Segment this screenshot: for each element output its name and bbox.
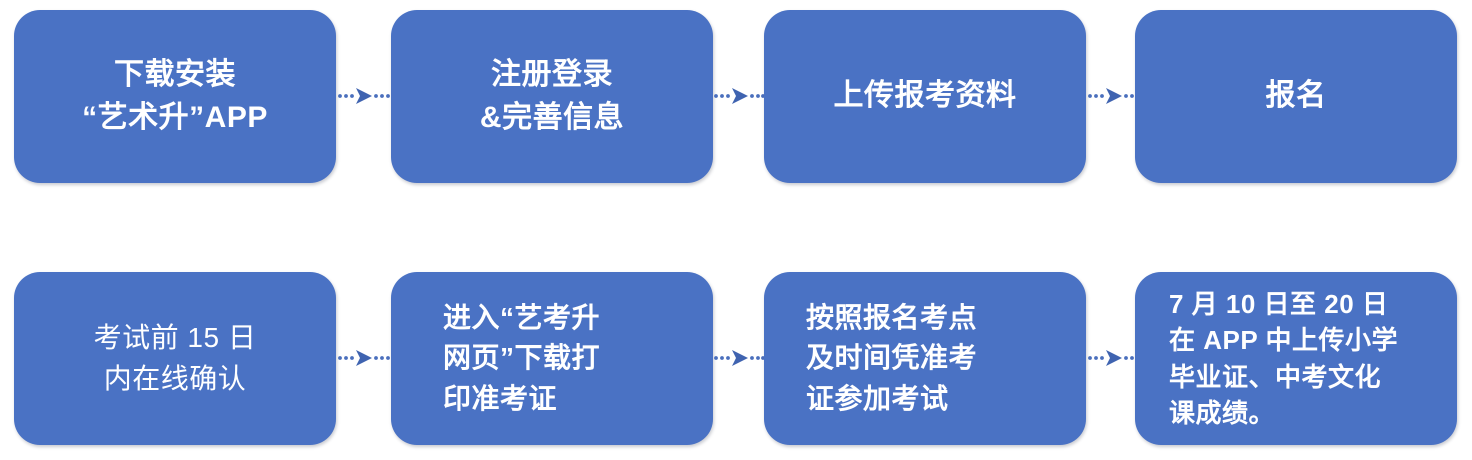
connector-arrow-2-to-3: [714, 85, 765, 107]
flow-step-box-5[interactable]: 考试前 15 日 内在线确认: [14, 272, 336, 445]
dotted-arrow-right-icon: [338, 88, 390, 104]
dotted-arrow-right-icon: [714, 88, 765, 104]
connector-arrow-7-to-8: [1088, 347, 1136, 369]
flow-step-box-7[interactable]: 按照报名考点 及时间凭准考 证参加考试: [764, 272, 1086, 445]
connector-arrow-3-to-4: [1088, 85, 1136, 107]
dotted-arrow-right-icon: [714, 350, 765, 366]
flow-step-label-7: 按照报名考点 及时间凭准考 证参加考试: [806, 301, 978, 414]
flow-step-label-3: 上传报考资料: [833, 79, 1017, 113]
flow-step-label-1: 下载安装 “艺术升”APP: [82, 57, 268, 134]
connector-arrow-1-to-2: [338, 85, 390, 107]
dotted-arrow-right-icon: [1088, 350, 1134, 366]
flow-step-label-8: 7 月 10 日至 20 日 在 APP 中上传小学 毕业证、中考文化 课成绩。: [1169, 288, 1398, 428]
flow-step-box-2[interactable]: 注册登录 &完善信息: [391, 10, 713, 183]
flow-step-box-4[interactable]: 报名: [1135, 10, 1457, 183]
flow-step-box-1[interactable]: 下载安装 “艺术升”APP: [14, 10, 336, 183]
dotted-arrow-right-icon: [1088, 88, 1134, 104]
flow-step-label-2: 注册登录 &完善信息: [479, 57, 625, 134]
flow-step-label-4: 报名: [1265, 79, 1327, 113]
flow-step-box-6[interactable]: 进入“艺考升 网页”下载打 印准考证: [391, 272, 713, 445]
dotted-arrow-right-icon: [338, 350, 390, 366]
connector-arrow-6-to-7: [714, 347, 765, 369]
connector-arrow-5-to-6: [338, 347, 390, 369]
flow-step-label-6: 进入“艺考升 网页”下载打 印准考证: [443, 301, 601, 414]
flow-step-box-3[interactable]: 上传报考资料: [764, 10, 1086, 183]
flow-step-box-8[interactable]: 7 月 10 日至 20 日 在 APP 中上传小学 毕业证、中考文化 课成绩。: [1135, 272, 1457, 445]
flow-step-label-5: 考试前 15 日 内在线确认: [93, 321, 257, 394]
